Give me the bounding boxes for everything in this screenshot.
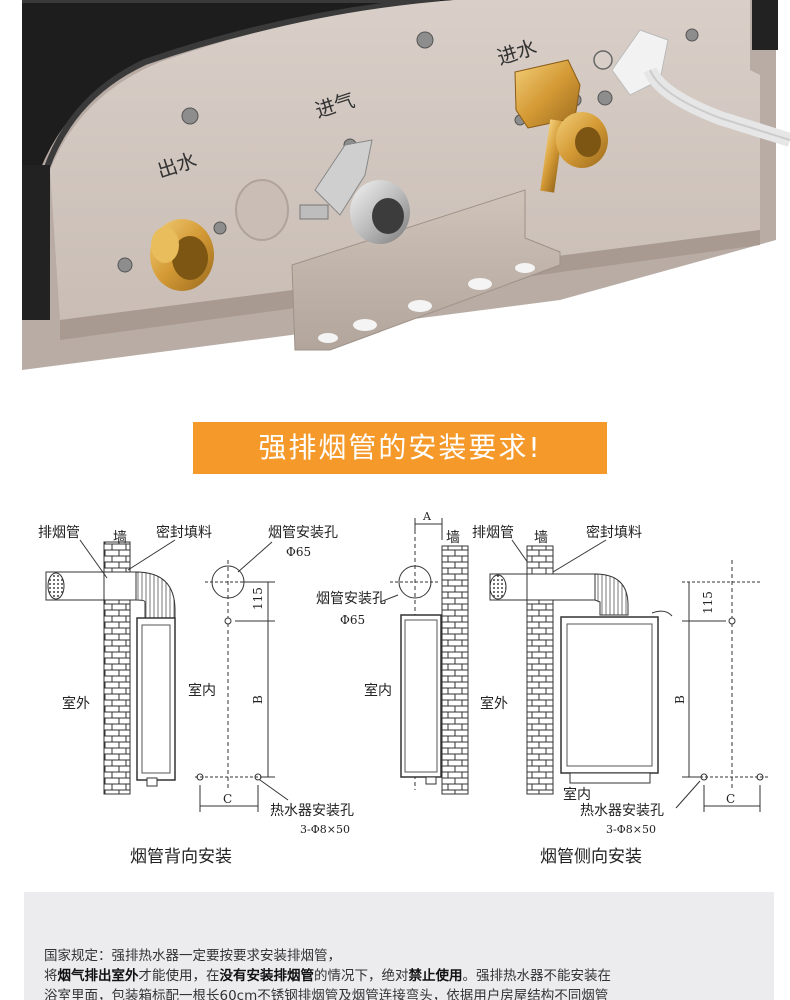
regulation-notice: 国家规定：强排热水器一定要按要求安装排烟管， 将烟气排出室外才能使用，在没有安装…: [24, 892, 774, 1000]
middle-indoor-label: 室内: [364, 682, 392, 699]
side-indoor-label: 室内: [563, 786, 591, 803]
back-installation-diagram: 排烟管 墙 密封填料 室外 室内 115 B C 烟管安装孔: [38, 524, 354, 867]
indoor-label: 室内: [188, 682, 216, 699]
side-dim-115-label: 115: [701, 591, 715, 614]
notice-text-segment: 将: [44, 968, 58, 984]
side-seal-filler-label: 密封填料: [586, 524, 642, 541]
side-installation-diagram: 排烟管 墙 密封填料 室外 室内: [472, 524, 770, 867]
notice-text-segment: 。强排热水器不能安装在: [462, 968, 612, 984]
notice-highlight-exhaust-outdoor: 烟气排出室外: [57, 968, 139, 984]
back-install-caption: 烟管背向安装: [130, 847, 232, 867]
side-heater-holes-spec-label: 3-Φ8×50: [606, 823, 656, 836]
seal-filler-label: 密封填料: [156, 524, 212, 541]
side-water-heater-body: [560, 616, 659, 774]
regulation-notice-text: 国家规定：强排热水器一定要按要求安装排烟管， 将烟气排出室外才能使用，在没有安装…: [44, 946, 764, 1000]
notice-line-3: 浴室里面，包装箱标配一根长60cm不锈钢排烟管及烟管连接弯头，依据用户房屋结构不…: [44, 988, 609, 1000]
dim-c-label: C: [223, 792, 232, 806]
notice-line-1: 国家规定：强排热水器一定要按要求安装排烟管，: [44, 948, 341, 964]
side-install-caption: 烟管侧向安装: [540, 847, 642, 867]
middle-pipe-hole-diameter-label: Φ65: [340, 613, 365, 627]
heater-holes-label: 热水器安装孔: [270, 803, 354, 819]
dim-b-label: B: [251, 695, 265, 704]
notice-highlight-prohibited: 禁止使用: [408, 968, 463, 984]
notice-highlight-no-pipe: 没有安装排烟管: [219, 968, 315, 984]
water-heater-body: [136, 617, 176, 781]
middle-side-view-diagram: 烟管安装孔 Φ65 A 墙 室内: [316, 510, 469, 795]
middle-pipe-hole-label: 烟管安装孔: [316, 591, 386, 607]
notice-text-segment: 才能使用，在: [138, 968, 220, 984]
side-exhaust-pipe-label: 排烟管: [472, 525, 514, 541]
pipe-hole-label: 烟管安装孔: [268, 525, 338, 541]
wall-label: 墙: [113, 530, 127, 546]
heater-holes-spec-label: 3-Φ8×50: [300, 823, 350, 836]
middle-wall-label: 墙: [446, 530, 460, 546]
water-heater-bottom-photo: 出水 进气 进水: [0, 0, 790, 390]
side-wall-label: 墙: [534, 530, 548, 546]
dim-115-label: 115: [251, 587, 265, 610]
side-dim-c-label: C: [726, 792, 735, 806]
outdoor-label: 室外: [62, 695, 90, 712]
side-heater-holes-label: 热水器安装孔: [580, 803, 664, 819]
pipe-hole-diameter-label: Φ65: [286, 545, 311, 559]
exhaust-pipe-label: 排烟管: [38, 525, 80, 541]
dim-a-label: A: [422, 510, 432, 523]
side-outdoor-label: 室外: [480, 695, 508, 712]
installation-diagram-svg: 排烟管 墙 密封填料 室外 室内 115 B C 烟管安装孔: [38, 510, 770, 867]
notice-line-2: 将烟气排出室外才能使用，在没有安装排烟管的情况下，绝对禁止使用。强排热水器不能安…: [44, 966, 764, 986]
product-photo: 出水 进气 进水: [0, 0, 790, 390]
section-title-banner: 强排烟管的安装要求!: [193, 422, 607, 474]
notice-text-segment: 的情况下，绝对: [314, 968, 409, 984]
installation-diagrams: 排烟管 墙 密封填料 室外 室内 115 B C 烟管安装孔: [0, 490, 790, 880]
side-dim-b-label: B: [673, 695, 687, 704]
